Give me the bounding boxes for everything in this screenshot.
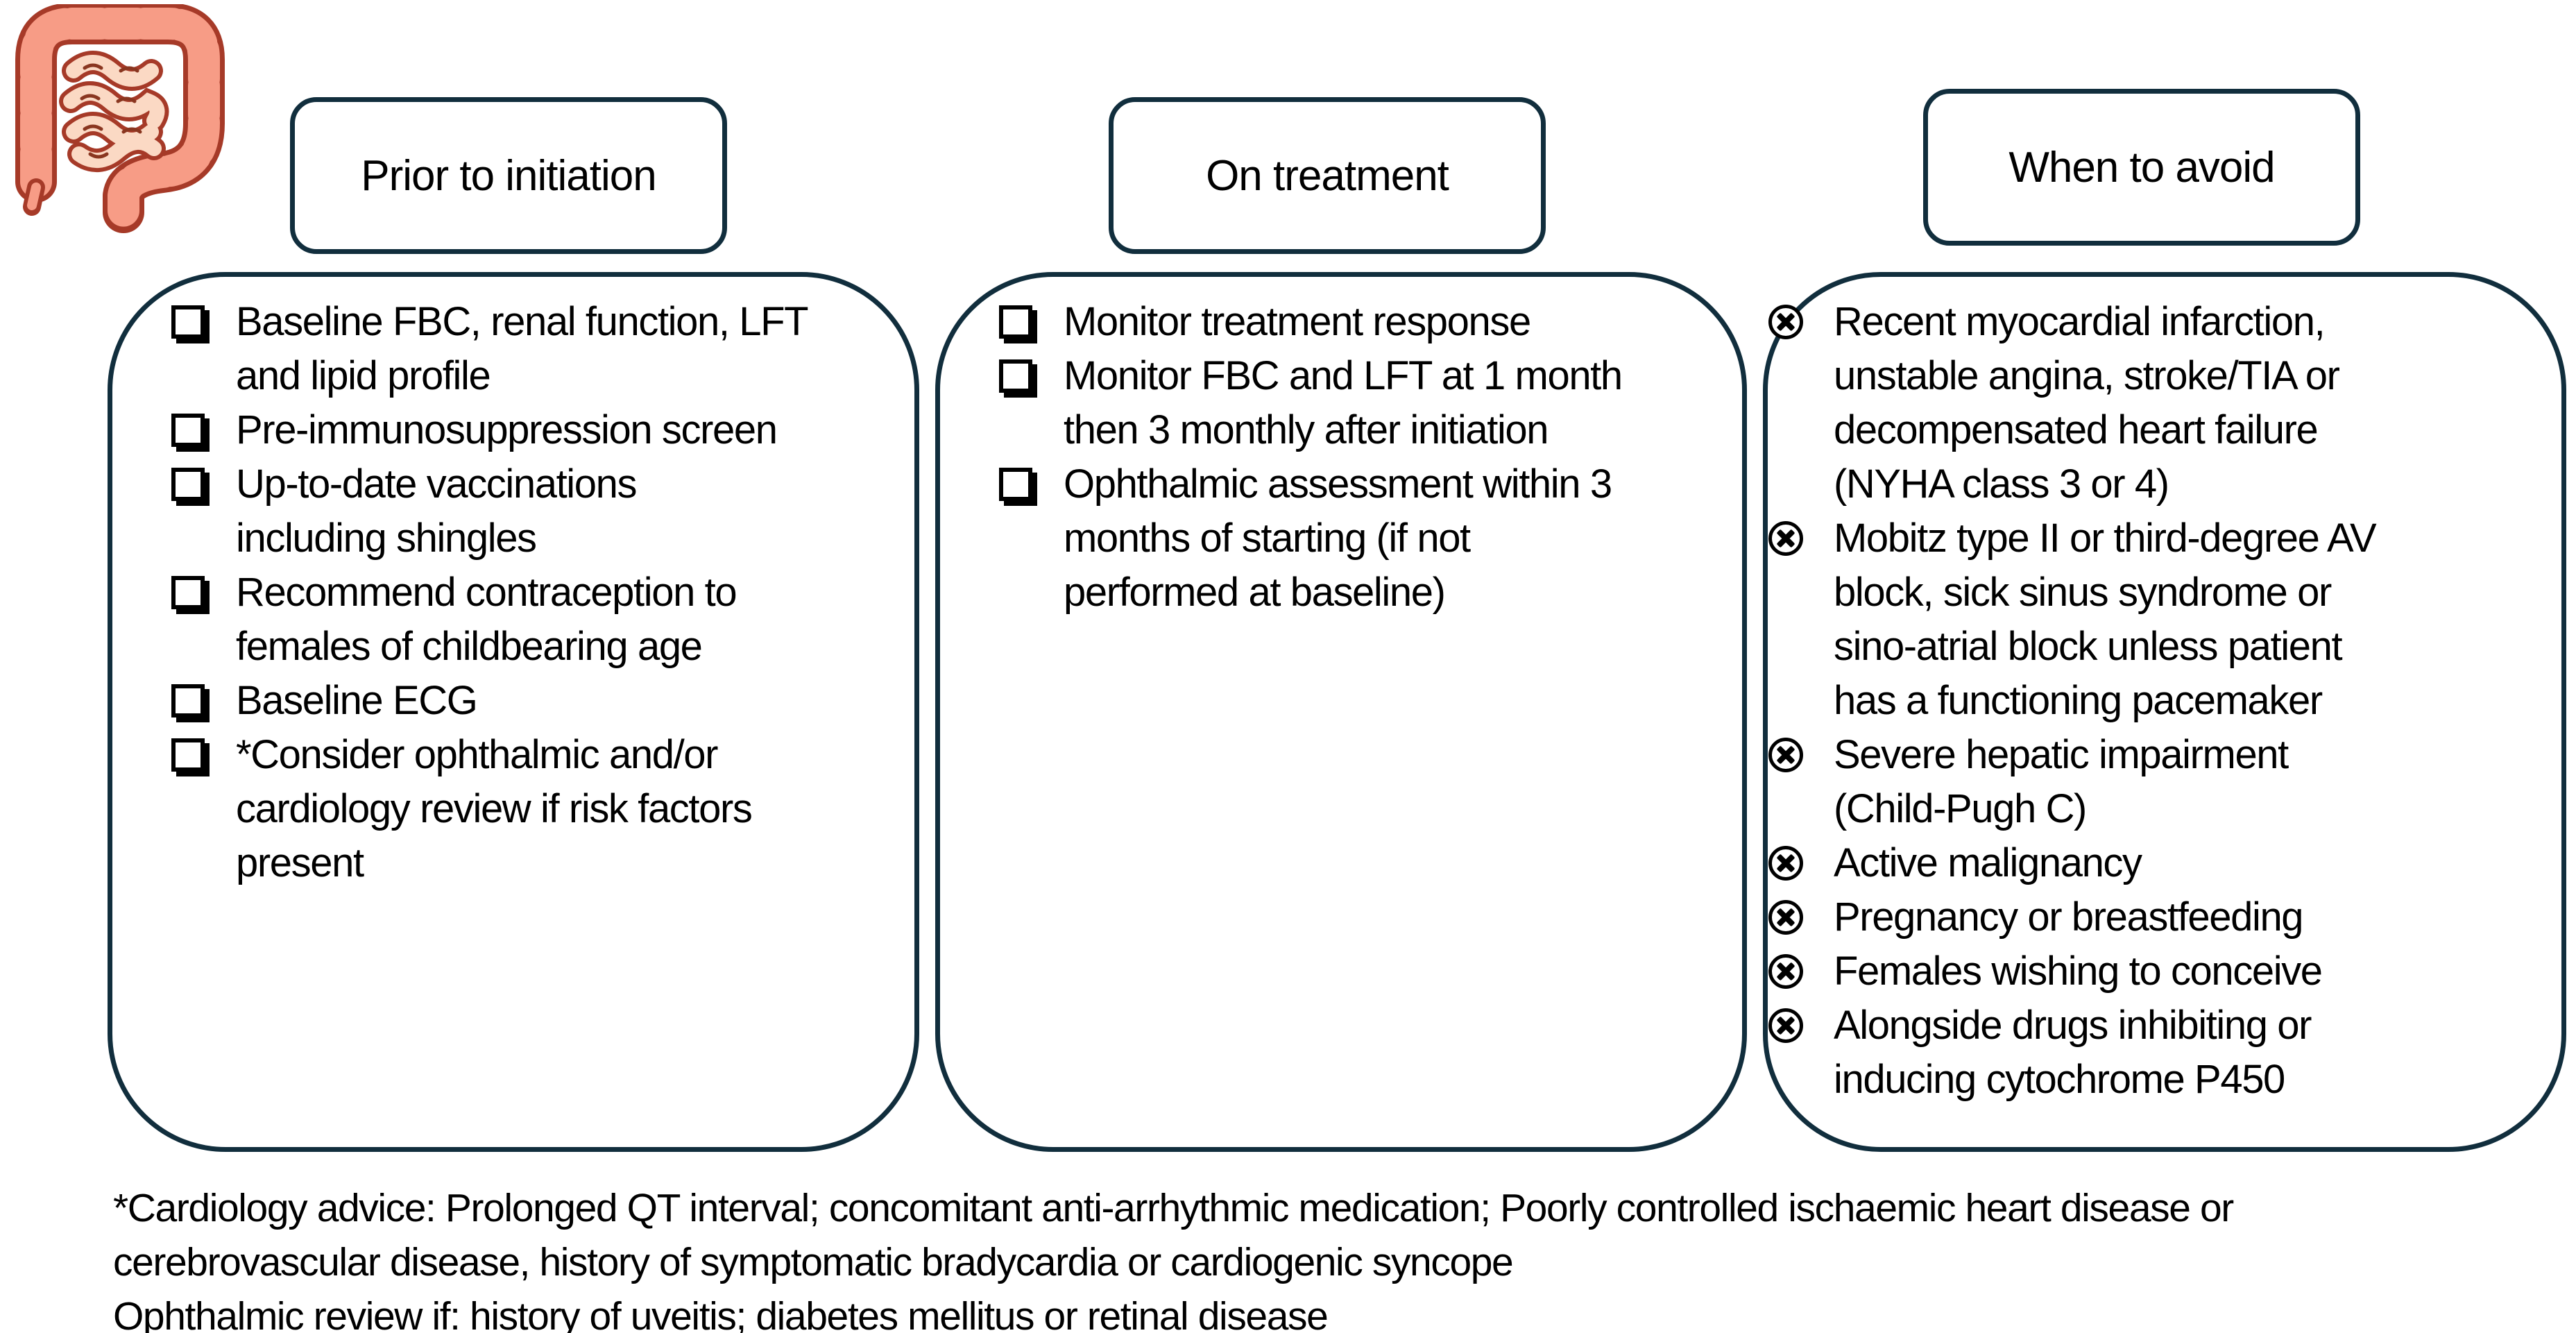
- list-item-text: Recent myocardial infarction, unstable a…: [1834, 299, 2340, 507]
- checkbox-icon: [999, 468, 1032, 501]
- list-item: Baseline ECG: [108, 674, 919, 728]
- prior-to-initiation-list: Baseline FBC, renal function, LFT and li…: [108, 295, 919, 890]
- list-item: Up-to-date vaccinations including shingl…: [108, 457, 919, 566]
- checkbox-icon: [171, 738, 205, 772]
- list-item: Severe hepatic impairment (Child-Pugh C): [1763, 728, 2568, 836]
- list-item: Recommend contraception to females of ch…: [108, 566, 919, 674]
- list-item: Females wishing to conceive: [1763, 944, 2568, 999]
- ophthalmic-footnote: Ophthalmic review if: history of uveitis…: [113, 1294, 1329, 1333]
- checkbox-icon: [171, 684, 205, 718]
- list-item: Ophthalmic assessment within 3 months of…: [935, 457, 1747, 620]
- list-item: Monitor treatment response: [935, 295, 1747, 349]
- list-item-text: Alongside drugs inhibiting or inducing c…: [1834, 1003, 2312, 1102]
- column-header-prior-to-initiation: Prior to initiation: [290, 97, 727, 254]
- list-item-text: Pregnancy or breastfeeding: [1834, 894, 2304, 940]
- list-item: Pregnancy or breastfeeding: [1763, 890, 2568, 944]
- list-item-text: Recommend contraception to females of ch…: [236, 570, 737, 669]
- checkbox-icon: [171, 414, 205, 447]
- intestine-icon: [15, 4, 225, 233]
- column-header-label: Prior to initiation: [361, 151, 657, 200]
- circled-x-icon: [1768, 738, 1803, 772]
- checkbox-icon: [171, 468, 205, 501]
- list-item-text: Mobitz type II or third-degree AV block,…: [1834, 516, 2377, 723]
- circled-x-icon: [1768, 305, 1803, 339]
- panel-on-treatment: [935, 272, 1747, 1152]
- checkbox-icon: [999, 305, 1032, 339]
- on-treatment-list: Monitor treatment response Monitor FBC a…: [935, 295, 1747, 620]
- column-header-label: On treatment: [1206, 151, 1449, 200]
- panel-prior-to-initiation: [108, 272, 919, 1152]
- panel-when-to-avoid: [1763, 272, 2566, 1152]
- list-item-text: Severe hepatic impairment (Child-Pugh C): [1834, 732, 2289, 831]
- list-item-text: Baseline FBC, renal function, LFT and li…: [236, 299, 809, 398]
- list-item: Pre-immunosuppression screen: [108, 403, 919, 457]
- list-item: *Consider ophthalmic and/or cardiology r…: [108, 728, 919, 890]
- circled-x-icon: [1768, 954, 1803, 989]
- list-item: Alongside drugs inhibiting or inducing c…: [1763, 999, 2568, 1107]
- checkbox-icon: [171, 576, 205, 609]
- list-item-text: Active malignancy: [1834, 840, 2142, 885]
- list-item: Recent myocardial infarction, unstable a…: [1763, 295, 2568, 511]
- circled-x-icon: [1768, 900, 1803, 935]
- circled-x-icon: [1768, 521, 1803, 556]
- when-to-avoid-list: Recent myocardial infarction, unstable a…: [1763, 295, 2568, 1107]
- list-item: Mobitz type II or third-degree AV block,…: [1763, 511, 2568, 728]
- circled-x-icon: [1768, 1008, 1803, 1043]
- checkbox-icon: [171, 305, 205, 339]
- column-header-when-to-avoid: When to avoid: [1923, 89, 2360, 246]
- list-item-text: Up-to-date vaccinations including shingl…: [236, 461, 638, 561]
- list-item-text: Monitor treatment response: [1064, 299, 1531, 344]
- list-item-text: Pre-immunosuppression screen: [236, 407, 778, 452]
- footnotes: *Cardiology advice: Prolonged QT interva…: [113, 1181, 2527, 1333]
- list-item: Baseline FBC, renal function, LFT and li…: [108, 295, 919, 403]
- list-item-text: Monitor FBC and LFT at 1 month then 3 mo…: [1064, 353, 1623, 452]
- column-header-label: When to avoid: [2008, 143, 2275, 192]
- list-item-text: *Consider ophthalmic and/or cardiology r…: [236, 732, 753, 885]
- list-item-text: Baseline ECG: [236, 678, 478, 723]
- list-item: Active malignancy: [1763, 836, 2568, 890]
- column-header-on-treatment: On treatment: [1109, 97, 1546, 254]
- checkbox-icon: [999, 359, 1032, 393]
- circled-x-icon: [1768, 846, 1803, 881]
- list-item: Monitor FBC and LFT at 1 month then 3 mo…: [935, 349, 1747, 457]
- cardiology-footnote: *Cardiology advice: Prolonged QT interva…: [113, 1186, 2234, 1284]
- list-item-text: Females wishing to conceive: [1834, 949, 2323, 994]
- list-item-text: Ophthalmic assessment within 3 months of…: [1064, 461, 1612, 615]
